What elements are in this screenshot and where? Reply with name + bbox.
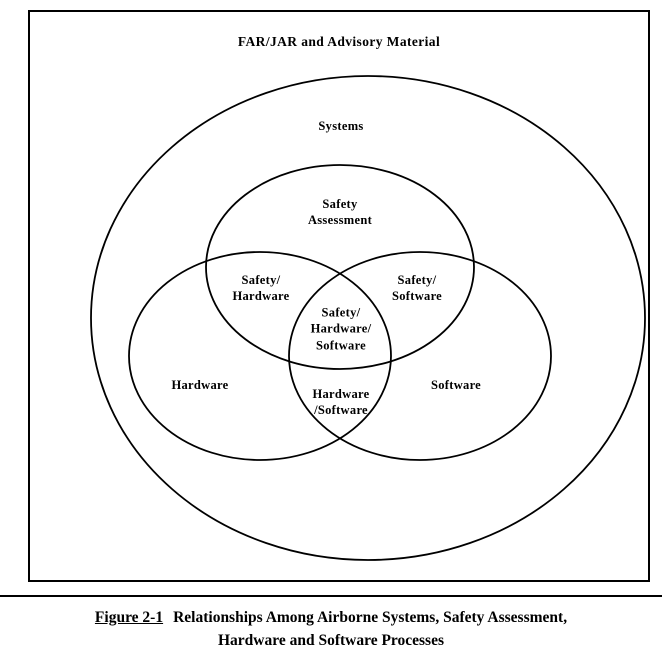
caption-divider bbox=[0, 595, 662, 597]
label-systems: Systems bbox=[318, 118, 364, 133]
frame-title: FAR/JAR and Advisory Material bbox=[237, 34, 441, 49]
label-hardware: Hardware bbox=[171, 377, 229, 392]
caption-text-line-1: Relationships Among Airborne Systems, Sa… bbox=[173, 609, 568, 626]
figure-number: Figure 2-1 bbox=[94, 609, 164, 626]
label-safety-hardware-software: Safety/ Hardware/ Software bbox=[310, 305, 372, 353]
label-software: Software bbox=[430, 377, 482, 392]
label-safety-hardware: Safety/ Hardware bbox=[232, 272, 290, 303]
venn-diagram bbox=[90, 75, 646, 561]
label-hardware-software: Hardware /Software bbox=[312, 386, 370, 417]
safety-assessment-circle bbox=[205, 164, 475, 370]
systems-circle bbox=[90, 75, 646, 561]
figure-frame: FAR/JAR and Advisory Material Systems Sa… bbox=[28, 10, 650, 582]
figure-caption: Figure 2-1 Relationships Among Airborne S… bbox=[0, 606, 662, 653]
software-circle bbox=[288, 251, 552, 461]
caption-text-line-2: Hardware and Software Processes bbox=[217, 632, 444, 650]
label-safety-assessment: Safety Assessment bbox=[307, 196, 373, 227]
label-safety-software: Safety/ Software bbox=[391, 272, 443, 303]
caption-line-1: Figure 2-1 Relationships Among Airborne S… bbox=[0, 606, 662, 629]
hardware-circle bbox=[128, 251, 392, 461]
